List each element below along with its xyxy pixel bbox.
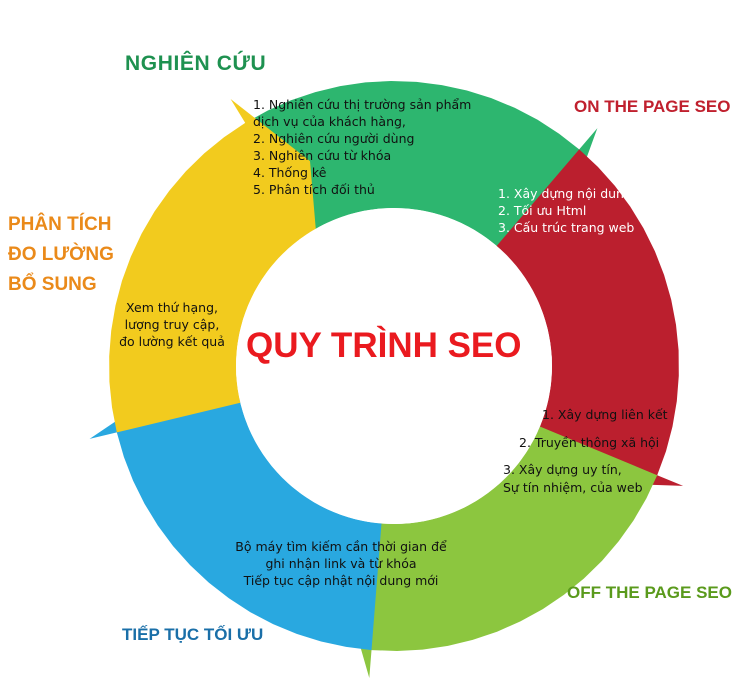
research-notes: 1. Nghiên cứu thị trường sản phẩm dịch v… [253, 96, 471, 198]
measure-notes: Xem thứ hạng, lượng truy cập, đo lường k… [108, 299, 236, 350]
segment-off-page-seo [341, 426, 658, 678]
note-line: 2. Truyền thông xã hội [519, 435, 660, 450]
note-line: 4. Thống kê [253, 165, 327, 180]
segment-on-page-seo [496, 149, 684, 486]
optimize-notes: Bộ máy tìm kiếm cần thời gian để ghi nhậ… [226, 538, 456, 589]
note-line: 3. Nghiên cứu từ khóa [253, 148, 392, 163]
note-line: 2. Nghiên cứu người dùng [253, 131, 415, 146]
stage-title-keep-optimizing: TIẾP TỤC TỐI ƯU [122, 625, 264, 644]
note-line: 5. Phân tích đối thủ [253, 182, 375, 197]
on-page-notes: 1. Xây dựng nội dung 2. Tối ưu Html 3. C… [498, 185, 634, 236]
note-line: Tiếp tục cập nhật nội dung mới [243, 573, 439, 588]
segment-analyze-measure [109, 99, 317, 433]
note-line: đo lường kết quả [119, 334, 225, 349]
off-page-notes: 1. Xây dựng liên kết 2. Truyền thông xã … [503, 406, 668, 497]
stage-title-off-page-seo: OFF THE PAGE SEO [567, 583, 732, 602]
note-line: ghi nhận link và từ khóa [265, 556, 417, 571]
note-line: Xem thứ hạng, [126, 300, 218, 315]
note-line: 3. Cấu trúc trang web [498, 220, 635, 235]
note-line: 1. Nghiên cứu thị trường sản phẩm [253, 97, 472, 112]
note-line: 1. Xây dựng nội dung [498, 186, 632, 201]
segment-keep-optimizing [89, 382, 382, 651]
note-line: Sự tín nhiệm, của web [503, 480, 643, 495]
stage-title-analyze-measure: PHÂN TÍCH ĐO LƯỜNG BỔ SUNG [8, 210, 114, 300]
ring-inner-background [236, 208, 552, 524]
center-title: QUY TRÌNH SEO [246, 326, 522, 365]
stage-title-line: BỔ SUNG [8, 274, 97, 295]
stage-title-on-page-seo: ON THE PAGE SEO [574, 97, 731, 116]
note-line: lượng truy cập, [124, 317, 220, 332]
note-line: Bộ máy tìm kiếm cần thời gian để [235, 539, 447, 554]
note-line: dịch vụ của khách hàng, [253, 114, 406, 129]
stage-title-line: ĐO LƯỜNG [8, 244, 114, 265]
note-line: 3. Xây dựng uy tín, [503, 462, 622, 477]
note-line: 2. Tối ưu Html [498, 203, 587, 218]
stage-title-line: PHÂN TÍCH [8, 214, 112, 235]
note-line: 1. Xây dựng liên kết [542, 407, 668, 422]
segment-research [245, 81, 598, 254]
stage-title-research: NGHIÊN CỨU [125, 52, 267, 75]
